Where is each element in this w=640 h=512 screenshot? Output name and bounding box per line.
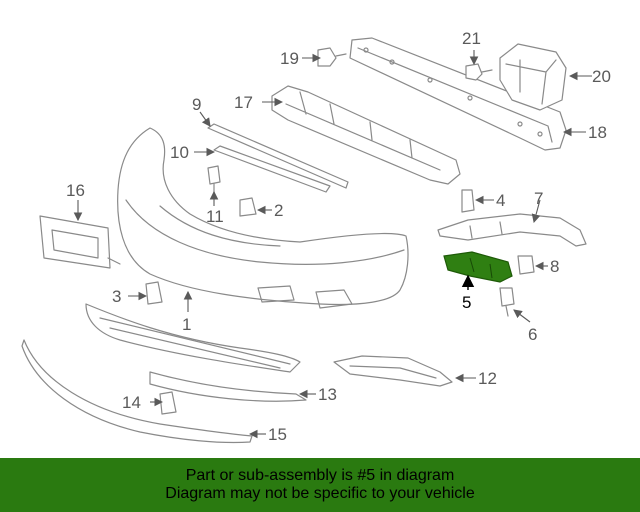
callout-12: 12 bbox=[478, 369, 497, 388]
part-18-reinforcement-beam bbox=[349, 37, 567, 151]
callout-7: 7 bbox=[534, 189, 543, 208]
banner-line-2: Diagram may not be specific to your vehi… bbox=[165, 485, 475, 502]
part-grille-lower bbox=[85, 303, 301, 373]
fastener-3-clip bbox=[145, 281, 163, 305]
part-15-lower-spoiler bbox=[21, 339, 253, 444]
part-17-upper-absorber bbox=[271, 85, 461, 185]
callout-13: 13 bbox=[318, 385, 337, 404]
part-7-side-spacer bbox=[437, 213, 587, 247]
callout-18: 18 bbox=[588, 123, 607, 142]
callout-4: 4 bbox=[496, 191, 505, 210]
part-13-lower-cover bbox=[149, 371, 307, 402]
part-12-fog-garnish bbox=[333, 355, 453, 387]
exploded-parts-diagram: 19 21 20 9 17 18 10 16 11 2 4 7 8 3 1 5 … bbox=[21, 29, 611, 444]
banner-line-1: Part or sub-assembly is #5 in diagram bbox=[185, 467, 455, 484]
part-10-lower-molding bbox=[213, 145, 331, 193]
fastener-14-clip bbox=[159, 391, 177, 415]
fastener-21-bolt bbox=[465, 63, 493, 81]
callout-15: 15 bbox=[268, 425, 287, 444]
fastener-6-screw bbox=[499, 287, 515, 317]
fastener-11-clip bbox=[207, 165, 221, 197]
callout-8: 8 bbox=[550, 257, 559, 276]
callout-11: 11 bbox=[206, 207, 224, 226]
callout-14: 14 bbox=[122, 393, 141, 412]
callout-21: 21 bbox=[462, 29, 481, 48]
fastener-2-clip bbox=[239, 197, 257, 217]
fastener-4-bolt bbox=[461, 189, 475, 213]
leader-lines bbox=[73, 50, 592, 439]
fastener-19-bolt bbox=[317, 47, 347, 67]
callout-labels: 19 21 20 9 17 18 10 16 11 2 4 7 8 3 1 5 … bbox=[66, 29, 611, 444]
callout-2: 2 bbox=[274, 201, 283, 220]
part-20-absorber-bracket bbox=[499, 43, 567, 111]
info-banner: Part or sub-assembly is #5 in diagram Di… bbox=[0, 458, 640, 512]
callout-16: 16 bbox=[66, 181, 85, 200]
fastener-8-nut bbox=[517, 255, 535, 275]
callout-20: 20 bbox=[592, 67, 611, 86]
callout-19: 19 bbox=[280, 49, 299, 68]
callout-5-highlighted: 5 bbox=[462, 293, 471, 312]
part-9-upper-molding bbox=[207, 123, 349, 189]
callout-3: 3 bbox=[112, 287, 121, 306]
callout-17: 17 bbox=[234, 93, 253, 112]
part-1-bumper-face bbox=[117, 127, 409, 309]
callout-1: 1 bbox=[182, 315, 191, 334]
callout-9: 9 bbox=[192, 95, 201, 114]
part-16-license-bracket bbox=[39, 215, 121, 269]
part-5-bracket-highlighted bbox=[443, 251, 513, 283]
callout-10: 10 bbox=[170, 143, 189, 162]
callout-6: 6 bbox=[528, 325, 537, 344]
